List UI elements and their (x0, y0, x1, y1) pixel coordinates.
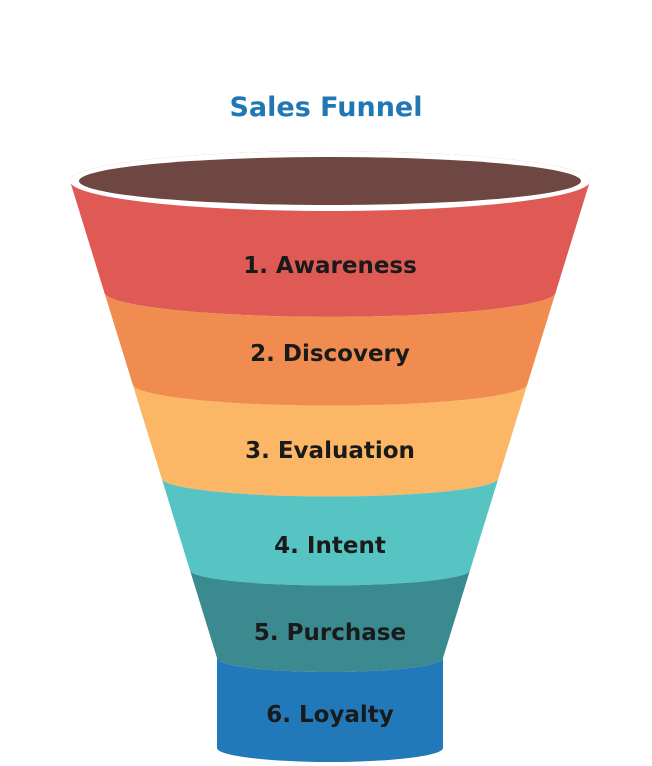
funnel-stage-label-3: 3. Evaluation (245, 438, 415, 464)
funnel-stage-band-2 (104, 292, 556, 406)
funnel-stage-band-4 (161, 478, 499, 586)
funnel-stage-label-2: 2. Discovery (250, 341, 410, 367)
funnel-stage-label-5: 5. Purchase (254, 620, 406, 646)
funnel-stage-band-6 (217, 658, 443, 762)
funnel-stage-band-3 (132, 384, 528, 497)
funnel-stage-band-5 (189, 570, 471, 672)
funnel-labels: 1. Awareness 2. Discovery 3. Evaluation 4. … (243, 253, 417, 728)
funnel-stage-label-4: 4. Intent (274, 533, 386, 559)
funnel-opening (79, 157, 581, 205)
diagram-title: Sales Funnel (229, 92, 422, 123)
funnel-stage-label-6: 6. Loyalty (266, 702, 394, 728)
funnel-stage-label-1: 1. Awareness (243, 253, 417, 279)
